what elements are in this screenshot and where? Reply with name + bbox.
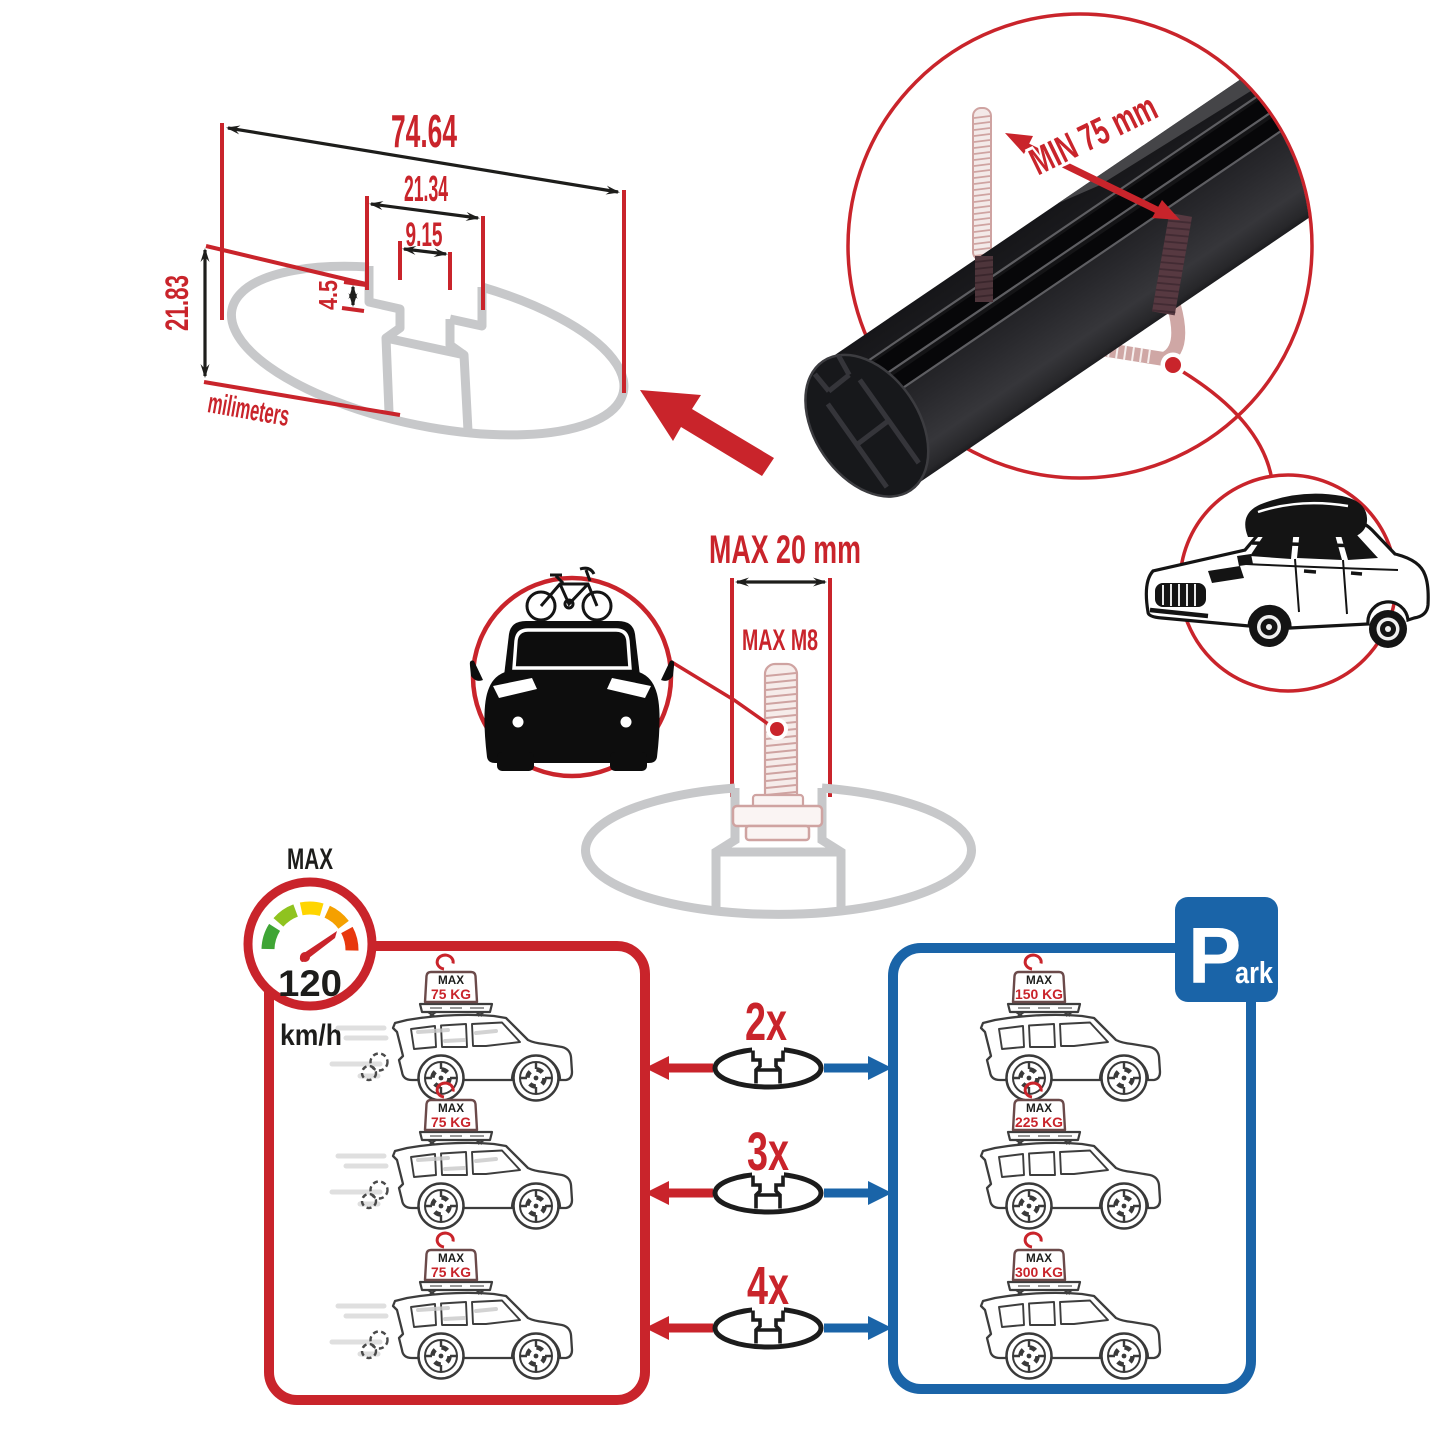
- svg-text:MAX: MAX: [438, 1101, 464, 1115]
- svg-text:MAX: MAX: [438, 973, 464, 987]
- svg-text:120: 120: [278, 963, 342, 1004]
- svg-text:MAX 20 mm: MAX 20 mm: [709, 528, 861, 572]
- svg-text:km/h: km/h: [280, 1019, 342, 1052]
- svg-text:4x: 4x: [747, 1256, 789, 1316]
- svg-text:MAX M8: MAX M8: [742, 624, 818, 657]
- svg-text:ark: ark: [1235, 955, 1274, 990]
- svg-text:225 KG: 225 KG: [1015, 1114, 1063, 1130]
- svg-text:MAX: MAX: [1026, 1101, 1052, 1115]
- svg-text:MAX: MAX: [1026, 1251, 1052, 1265]
- svg-text:4.5: 4.5: [313, 280, 343, 310]
- svg-text:75 KG: 75 KG: [431, 986, 471, 1002]
- svg-text:150 KG: 150 KG: [1015, 986, 1063, 1002]
- svg-text:21.34: 21.34: [404, 168, 448, 209]
- svg-text:MAX: MAX: [1026, 973, 1052, 987]
- svg-text:P: P: [1188, 911, 1241, 1000]
- svg-text:75 KG: 75 KG: [431, 1114, 471, 1130]
- svg-text:300 KG: 300 KG: [1015, 1264, 1063, 1280]
- svg-text:MAX: MAX: [287, 843, 333, 876]
- svg-text:21.83: 21.83: [159, 275, 195, 331]
- svg-text:74.64: 74.64: [391, 105, 457, 157]
- svg-text:9.15: 9.15: [406, 216, 443, 254]
- svg-text:2x: 2x: [745, 992, 787, 1052]
- svg-text:MAX: MAX: [438, 1251, 464, 1265]
- svg-text:3x: 3x: [747, 1122, 789, 1182]
- svg-text:75 KG: 75 KG: [431, 1264, 471, 1280]
